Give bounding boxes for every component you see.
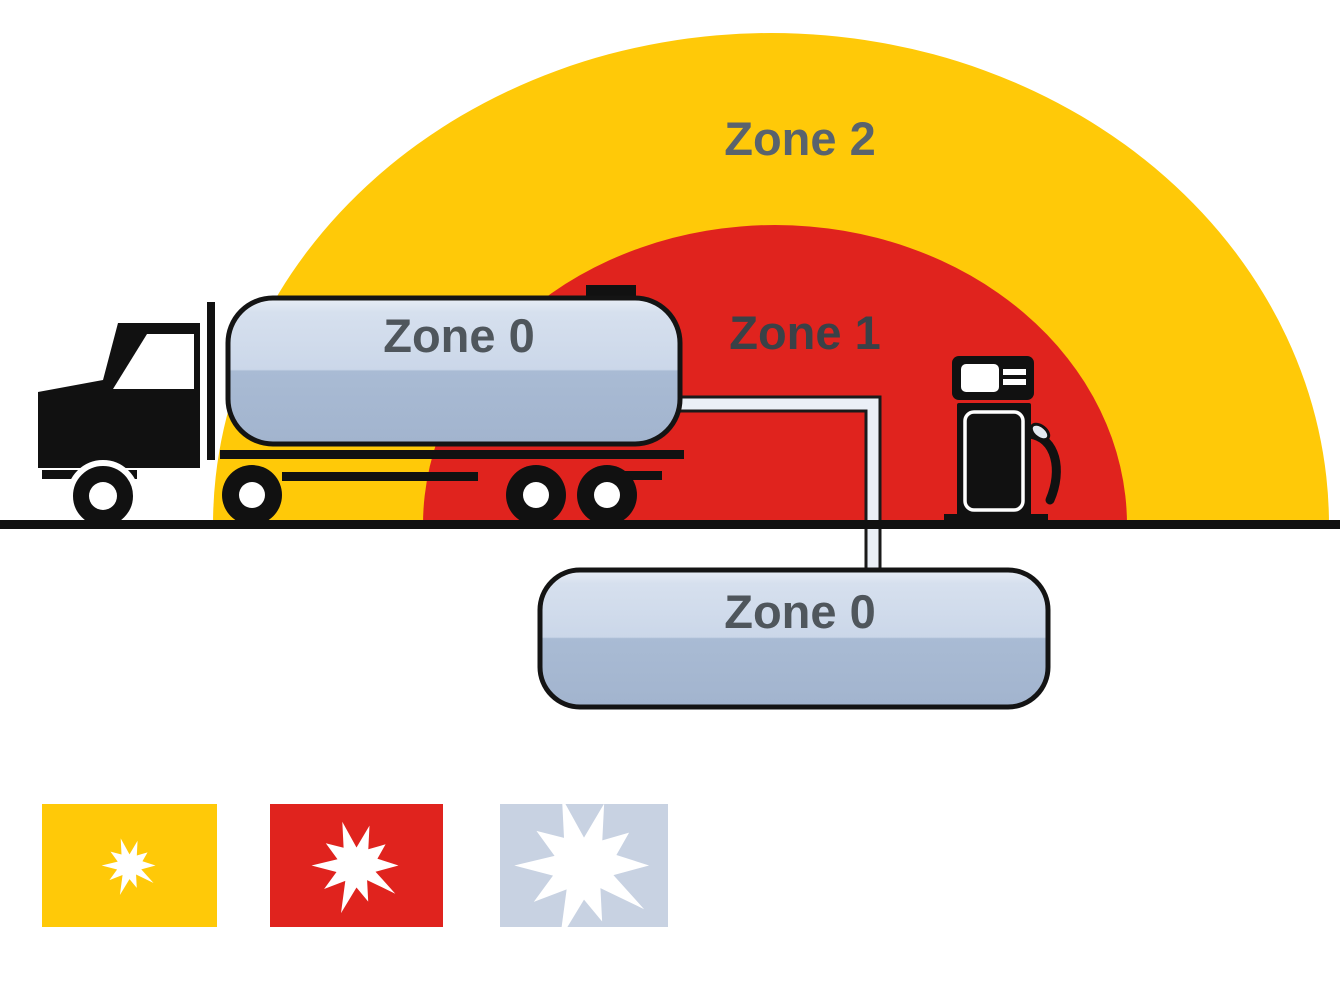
zone2-label: Zone 2 (724, 112, 876, 165)
underground-tank-label: Zone 0 (724, 585, 876, 638)
truck-tank (225, 295, 683, 447)
truck-window (113, 334, 194, 389)
zone1-label: Zone 1 (729, 306, 881, 359)
truck-wheels (67, 460, 637, 532)
pump-nozzle-icon (1029, 422, 1051, 442)
ground-line (0, 520, 1340, 529)
underground-tank (537, 567, 1051, 710)
chassis-rail-lower (282, 472, 478, 481)
legend (42, 797, 668, 940)
pump-screen (961, 364, 999, 392)
exhaust-stack-icon (207, 302, 215, 460)
chassis-rail-dash (618, 471, 662, 480)
chassis-rail-upper (220, 450, 684, 459)
tanker-truck-icon (38, 285, 684, 532)
pump-panel (963, 410, 1025, 512)
truck-tank-label: Zone 0 (383, 309, 535, 362)
fuel-pump-icon (944, 356, 1061, 526)
